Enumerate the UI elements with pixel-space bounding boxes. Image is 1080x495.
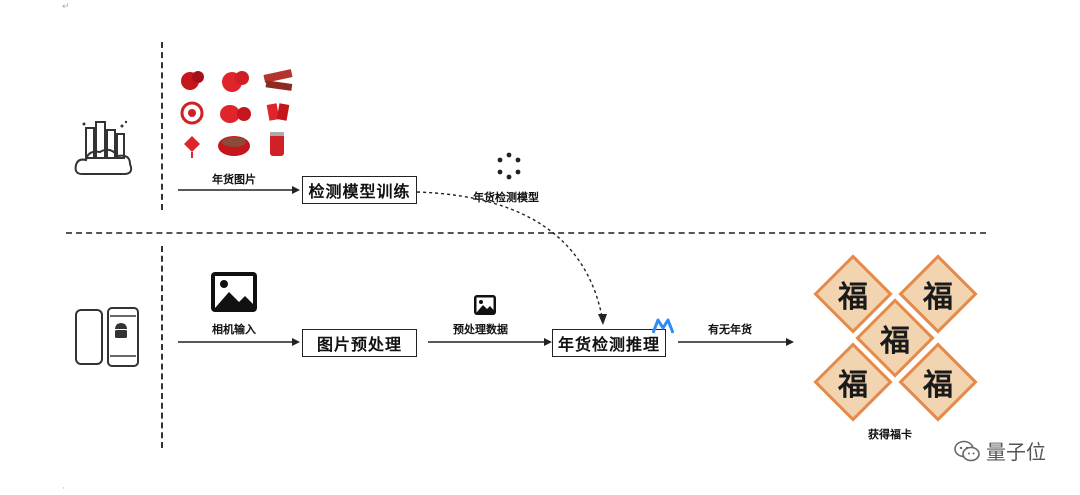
label-get-fu-card: 获得福卡 [868,428,912,441]
corner-mark: ↵ [62,2,70,12]
wechat-icon [954,440,980,461]
arrow-images-to-train [178,186,300,194]
corner-mark: · [62,484,65,494]
mindspore-logo-icon [652,318,674,334]
android-icon [115,323,127,338]
cloud-city-icon [74,120,133,175]
label-detection-model: 年货检测模型 [473,191,539,204]
small-image-icon [474,295,496,315]
arrow-camera-to-preprocess [178,338,300,346]
model-dots-icon [497,152,521,180]
watermark-text: 量子位 [986,440,1046,464]
label-preprocessed-data: 预处理数据 [453,323,508,336]
dashed-arrow-model-to-inference [416,191,607,325]
horizontal-divider [66,232,986,234]
node-model-training: 检测模型训练 [302,176,417,204]
arrow-preprocess-to-inference [428,338,552,346]
phone-icon [75,307,139,367]
node-detection-inference: 年货检测推理 [552,329,666,357]
newyear-goods-images [180,69,293,158]
vertical-divider-bottom [161,246,163,448]
watermark: 量子位 [954,436,1046,465]
label-has-goods: 有无年货 [708,323,752,336]
arrow-inference-to-card [678,338,794,346]
label-camera-input: 相机输入 [212,323,256,336]
node-image-preprocess: 图片预处理 [302,329,417,357]
label-newyear-images: 年货图片 [212,173,256,186]
vertical-divider-top [161,42,163,210]
image-icon [211,272,257,312]
